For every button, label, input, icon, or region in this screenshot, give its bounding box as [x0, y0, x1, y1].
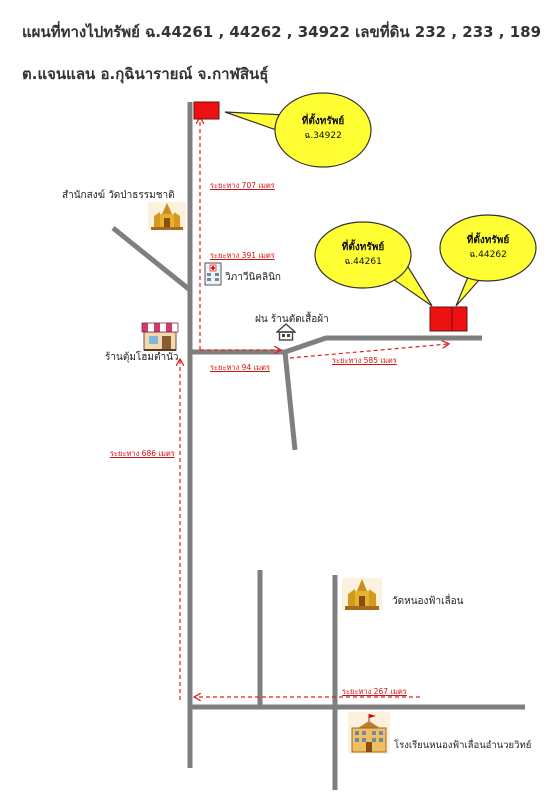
distance-707: ระยะทาง 707 เมตร: [210, 181, 275, 190]
route-lines: [180, 118, 448, 700]
distance-686: ระยะทาง 686 เมตร: [110, 449, 175, 458]
route-cross-585: [289, 344, 448, 359]
roads: [111, 102, 525, 790]
distance-94: ระยะทาง 94 เมตร: [210, 363, 271, 372]
shop-icon: [141, 322, 179, 351]
property-marker-44261: [429, 306, 453, 332]
label-temple-bottom: วัดหนองฟ้าเลื่อน: [392, 596, 464, 607]
property-marker-44262: [451, 306, 468, 332]
house-icon: [276, 323, 296, 341]
map-subtitle: ต.แจนแลน อ.กุฉินารายณ์ จ.กาฬสินธุ์: [22, 65, 269, 83]
label-clinic: วิภาวีนิคลินิก: [225, 272, 281, 283]
label-tailor: ฝน ร้านตัดเสื้อผ้า: [255, 314, 329, 325]
distance-391: ระยะทาง 391 เมตร: [210, 251, 275, 260]
road-to-property: [284, 335, 482, 355]
distance-585: ระยะทาง 585 เมตร: [332, 356, 397, 365]
distance-267: ระยะทาง 267 เมตร: [342, 687, 407, 696]
map-title: แผนที่ทางไปทรัพย์ ฉ.44261 , 44262 , 3492…: [22, 23, 542, 41]
temple-icon: [148, 202, 186, 230]
branch-road-nw: [111, 226, 192, 292]
callout-44262: ที่ตั้งทรัพย์ ฉ.44262: [466, 235, 510, 260]
hospital-icon: [204, 262, 222, 286]
label-noodle-shop: ร้านตุ้มโฮมตำนัว: [105, 352, 179, 363]
road-south-branch: [282, 351, 298, 451]
property-marker-34922: [193, 101, 220, 120]
label-school: โรงเรียนหนองฟ้าเลื่อนอำนวยวิทย์: [394, 740, 532, 751]
label-temple-top: สำนักสงฆ์ วัดป่าธรรมชาติ: [62, 190, 175, 201]
temple-icon-bottom: [342, 578, 382, 610]
callout-34922: ที่ตั้งทรัพย์ ฉ.34922: [301, 116, 345, 141]
property-markers: [193, 101, 468, 332]
school-icon: [348, 712, 390, 754]
callout-44261: ที่ตั้งทรัพย์ ฉ.44261: [341, 242, 385, 267]
